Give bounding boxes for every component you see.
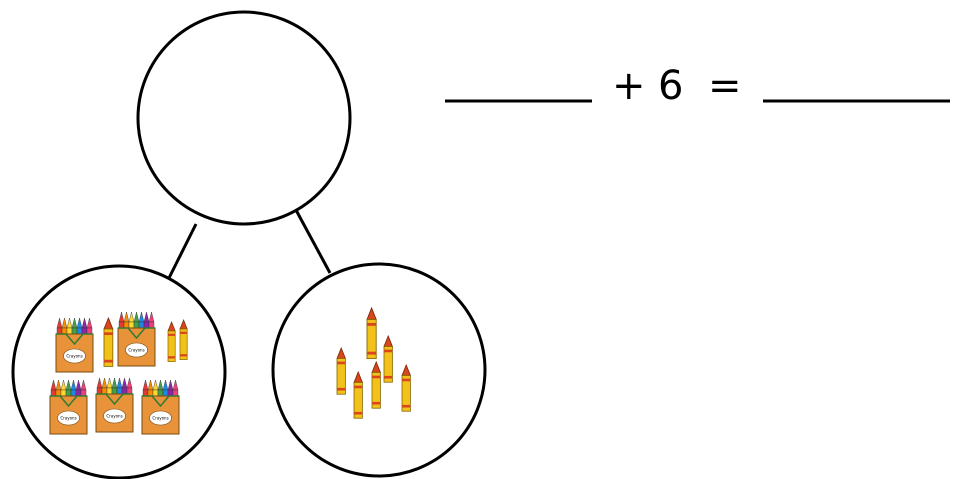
- equals-sign: =: [708, 63, 742, 109]
- crayon-box-icon: Crayons: [55, 317, 94, 373]
- crayon-icon: [371, 360, 382, 409]
- bond-connector-right: [294, 209, 332, 274]
- crayon-icon: [179, 319, 188, 360]
- crayon-icon: [103, 316, 114, 367]
- crayon-box-icon: Crayons: [95, 377, 134, 433]
- crayon-box-label: Crayons: [152, 416, 168, 421]
- crayon-box-icon: Crayons: [49, 379, 88, 435]
- plus-sign: +: [612, 63, 646, 109]
- crayon-icon: [366, 306, 377, 360]
- crayon-icon: [167, 321, 176, 362]
- crayon-box-icon: Crayons: [141, 379, 180, 435]
- crayon-icon: [353, 370, 364, 419]
- crayon-icon: [383, 334, 394, 383]
- bond-connector-left: [166, 223, 198, 281]
- crayon-box-label: Crayons: [106, 414, 122, 419]
- crayon-box-label: Crayons: [60, 416, 76, 421]
- crayon-icon: [336, 346, 347, 395]
- crayon-box-label: Crayons: [66, 354, 82, 359]
- left-part-circle: [11, 264, 227, 479]
- addend-value: 6: [658, 63, 683, 109]
- whole-circle[interactable]: [136, 10, 352, 226]
- crayon-icon: [401, 363, 412, 412]
- crayon-box-icon: Crayons: [117, 311, 156, 367]
- crayon-box-label: Crayons: [128, 348, 144, 353]
- right-part-items: [336, 306, 412, 419]
